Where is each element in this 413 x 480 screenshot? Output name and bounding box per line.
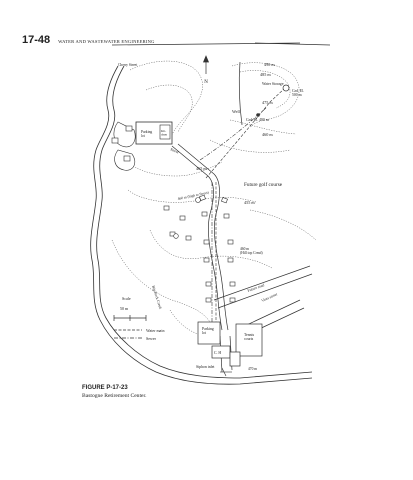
figure-caption: FIGURE P-17-23 Bastogne Retirement Cente… xyxy=(82,384,146,400)
contour-label-485: 485 m xyxy=(260,72,271,77)
running-head: WATER AND WASTEWATER ENGINEERING xyxy=(58,39,155,44)
contour-lines xyxy=(111,60,317,335)
figure-title: Bastogne Retirement Center. xyxy=(82,393,147,399)
vista-street-label: Vista street xyxy=(261,292,279,303)
main-corridor xyxy=(171,143,229,331)
road-465-label: 460 m(Hill top Crmd) xyxy=(240,247,263,255)
river xyxy=(90,65,313,385)
main-building xyxy=(135,121,173,145)
contour-label-465: 465 m xyxy=(196,166,207,171)
grd-el-500-label: Grd. El.500 m xyxy=(292,89,304,97)
well-label: Well xyxy=(232,109,241,114)
water-storage-label: Water Storage xyxy=(262,82,284,86)
sewer-line xyxy=(199,107,267,330)
water-main-line xyxy=(205,87,286,328)
cottages xyxy=(163,194,236,303)
north-arrow xyxy=(202,55,210,74)
cherry-street-label: Cherry Street xyxy=(118,63,137,67)
legend-water-main: Water main xyxy=(146,328,164,333)
north-label: N xyxy=(204,80,208,85)
upper-cottages xyxy=(111,121,136,171)
water-storage-symbol xyxy=(282,84,290,92)
contour-label-460: 460 m xyxy=(262,132,273,137)
legend xyxy=(113,315,147,339)
road-460-label: 460 m (high to Street) xyxy=(177,190,210,201)
page-number: 17-48 xyxy=(22,34,51,46)
lower-buildings xyxy=(197,321,263,367)
well-symbol xyxy=(256,113,260,117)
street-label: Street xyxy=(170,147,181,155)
river-label: Big Rock Creek xyxy=(151,285,162,310)
legend-sewer: Sewer xyxy=(146,336,157,341)
contour-label-490: 490 m xyxy=(264,62,275,67)
kitchen-label: Kit-chen xyxy=(161,129,167,137)
grd-el-490-label: Grd. El. 490 m xyxy=(246,118,269,122)
siphon-line xyxy=(220,367,232,377)
top-right-road-line xyxy=(254,42,331,46)
page-header: 17-48 WATER AND WASTEWATER ENGINEERING xyxy=(22,34,155,46)
scale-value: 50 m xyxy=(120,306,129,311)
right-road-vertical xyxy=(238,61,243,126)
siphon-label: Siphon inlet xyxy=(196,365,215,369)
contour-label-470: 470 m xyxy=(248,367,257,371)
future-road-label: Future road xyxy=(247,283,265,293)
scale-title: Scale xyxy=(122,296,131,301)
figure-number: FIGURE P-17-23 xyxy=(82,385,128,391)
ch-label: C. H xyxy=(214,351,221,355)
future-golf-label: Future golf course xyxy=(244,181,283,188)
contour-label-475: 475 m xyxy=(262,100,273,105)
contour-label-455: 455 m xyxy=(244,200,255,205)
